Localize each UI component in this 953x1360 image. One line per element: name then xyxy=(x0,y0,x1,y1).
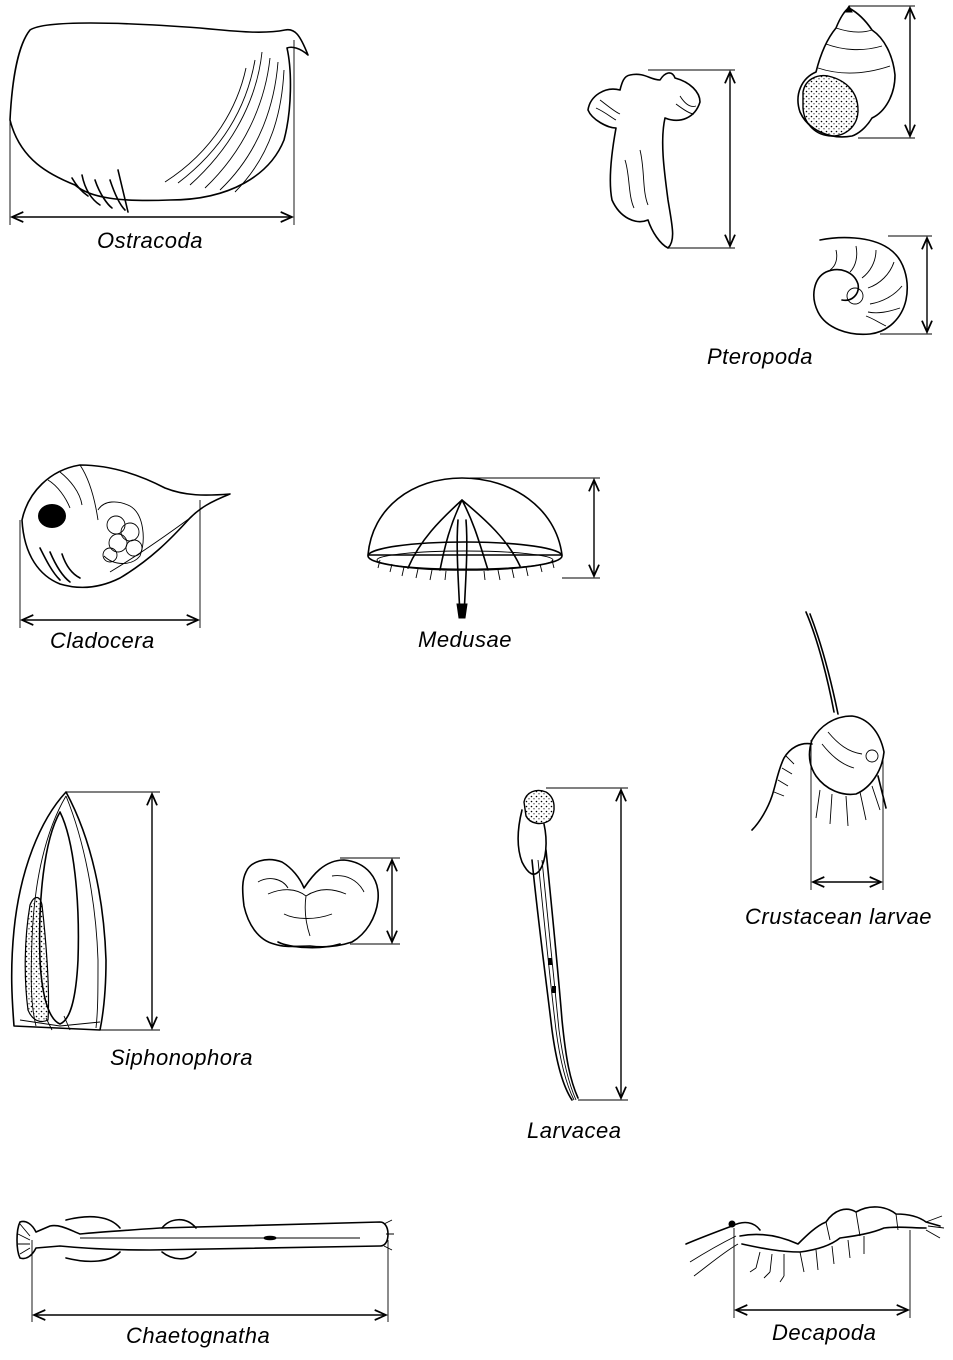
siphonophora-label: Siphonophora xyxy=(110,1045,253,1071)
pteropoda-dimension-2 xyxy=(849,6,915,138)
crustacean-larvae-drawing xyxy=(752,612,886,830)
siphonophora-drawing-2 xyxy=(243,860,379,948)
ostracoda-dimension xyxy=(10,40,294,225)
medusae-dimension xyxy=(470,478,600,578)
larvacea-drawing xyxy=(518,790,578,1100)
siphonophora-dimension-1 xyxy=(66,792,160,1030)
chaetognatha-drawing xyxy=(17,1217,394,1262)
larvacea-dimension xyxy=(546,788,628,1100)
decapoda-dimension xyxy=(734,1228,910,1318)
decapoda-drawing xyxy=(686,1207,944,1282)
pteropoda-label: Pteropoda xyxy=(707,344,813,370)
crustacean-larvae-label: Crustacean larvae xyxy=(745,904,932,930)
pteropoda-drawing-2 xyxy=(798,6,895,137)
chaetognatha-label: Chaetognatha xyxy=(126,1323,270,1349)
pteropoda-drawing-1 xyxy=(588,73,700,248)
decapoda-label: Decapoda xyxy=(772,1320,876,1346)
cladocera-label: Cladocera xyxy=(50,628,155,654)
pteropoda-dimension-1 xyxy=(648,70,735,248)
siphonophora-dimension-2 xyxy=(340,858,400,944)
pteropoda-dimension-3 xyxy=(880,236,932,334)
cladocera-drawing xyxy=(22,465,230,587)
medusae-drawing xyxy=(368,478,562,618)
chaetognatha-dimension xyxy=(32,1240,388,1322)
pteropoda-drawing-3 xyxy=(814,238,907,335)
ostracoda-drawing xyxy=(10,23,308,212)
siphonophora-drawing-1 xyxy=(12,792,106,1030)
ostracoda-label: Ostracoda xyxy=(97,228,203,254)
larvacea-label: Larvacea xyxy=(527,1118,622,1144)
medusae-label: Medusae xyxy=(418,627,512,653)
